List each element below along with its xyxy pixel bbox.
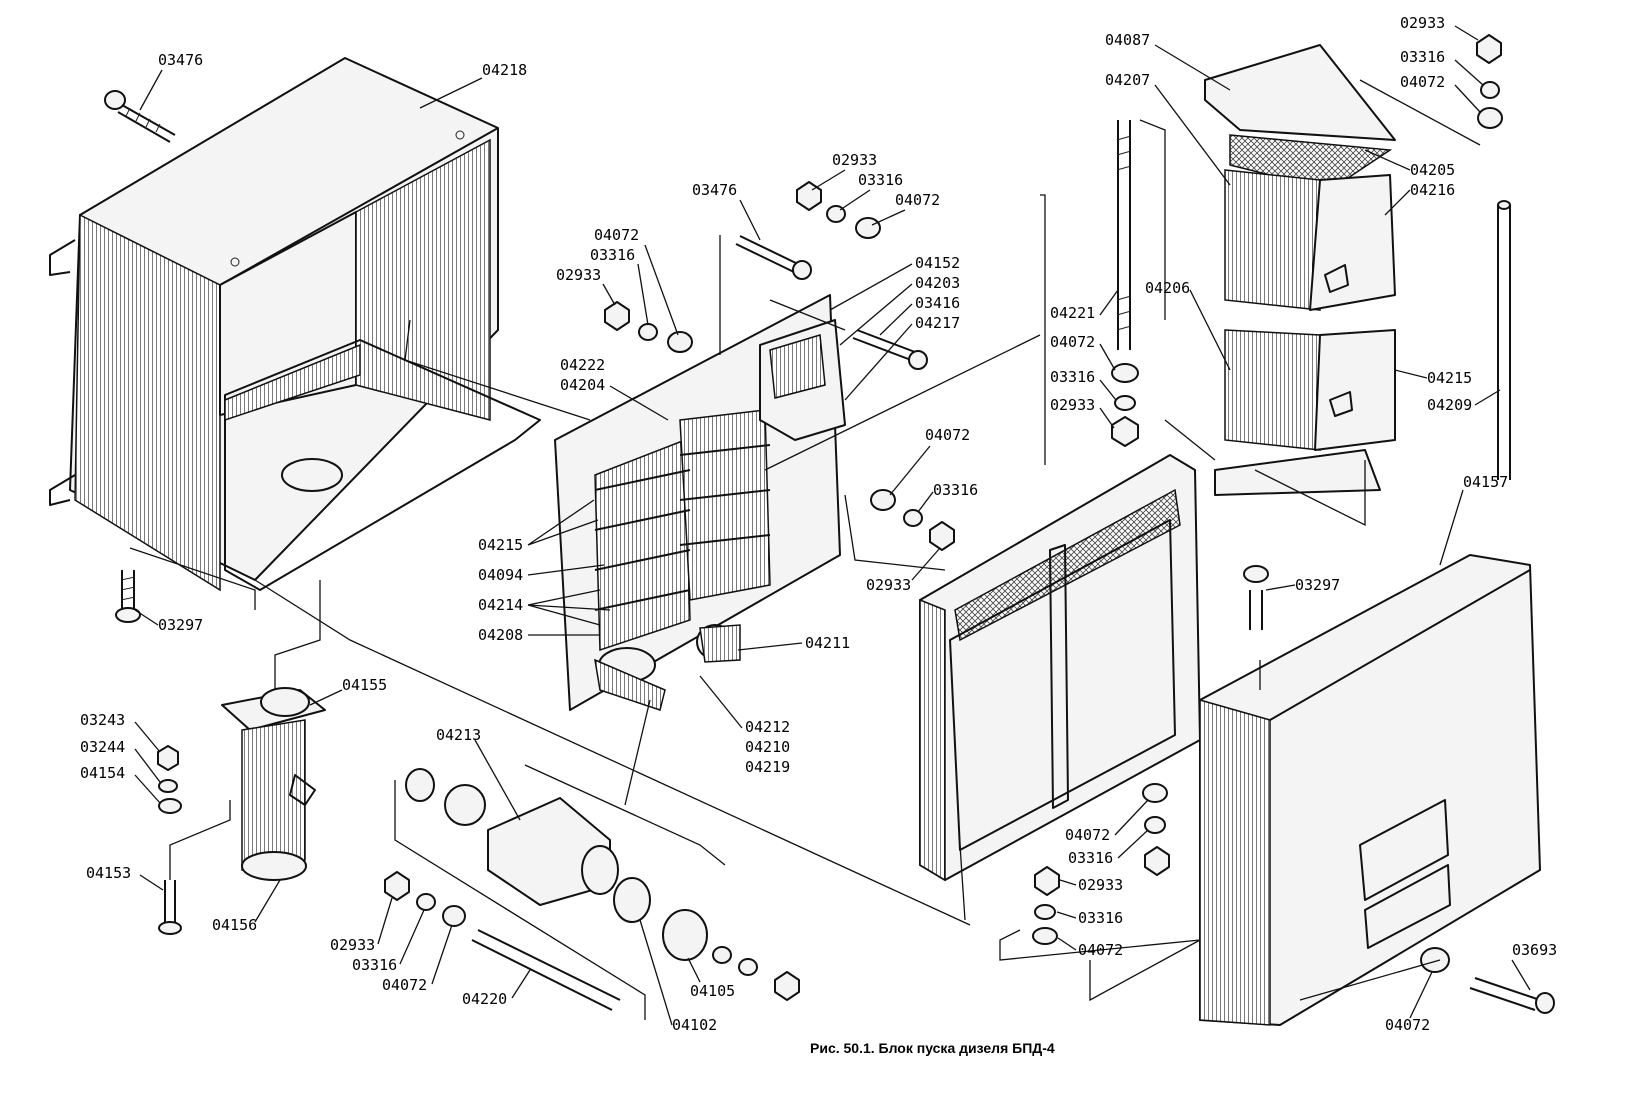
label-03316-lower2: 03316 bbox=[1078, 909, 1123, 927]
label-04208: 04208 bbox=[478, 626, 523, 644]
label-04205: 04205 bbox=[1410, 161, 1455, 179]
assembly-lines bbox=[129, 79, 1481, 1020]
threaded-rod bbox=[1111, 120, 1139, 447]
label-04072-frame: 04072 bbox=[925, 426, 970, 444]
label-04072-top: 04072 bbox=[1400, 73, 1445, 91]
label-04156: 04156 bbox=[212, 916, 257, 934]
label-04213: 04213 bbox=[436, 726, 481, 744]
connector-plug bbox=[221, 687, 326, 881]
label-04155: 04155 bbox=[342, 676, 387, 694]
mesh-frame bbox=[919, 454, 1201, 882]
label-02933-left-stack: 02933 bbox=[556, 266, 601, 284]
small-fastener-stack bbox=[157, 745, 182, 935]
label-03297-right: 03297 bbox=[1295, 576, 1340, 594]
label-04221: 04221 bbox=[1050, 304, 1095, 322]
label-04157: 04157 bbox=[1463, 473, 1508, 491]
part-labels: 03476 04218 03297 04155 03243 03244 0415… bbox=[80, 14, 1557, 1034]
label-03316-lower: 03316 bbox=[1068, 849, 1113, 867]
label-03316-left-stack: 03316 bbox=[590, 246, 635, 264]
cover bbox=[1199, 554, 1555, 1026]
label-03297-left: 03297 bbox=[158, 616, 203, 634]
label-03316-frame: 03316 bbox=[933, 481, 978, 499]
label-04072-left-stack: 04072 bbox=[594, 226, 639, 244]
label-03693: 03693 bbox=[1512, 941, 1557, 959]
label-04102: 04102 bbox=[672, 1016, 717, 1034]
label-02933-center: 02933 bbox=[832, 151, 877, 169]
screw-03476-left bbox=[104, 90, 176, 143]
label-04072-bottom: 04072 bbox=[382, 976, 427, 994]
label-03316-bottom: 03316 bbox=[352, 956, 397, 974]
label-04216: 04216 bbox=[1410, 181, 1455, 199]
housing-box bbox=[49, 57, 541, 592]
label-04209: 04209 bbox=[1427, 396, 1472, 414]
screw-03297-left bbox=[115, 570, 141, 623]
label-04212: 04212 bbox=[745, 718, 790, 736]
label-04220: 04220 bbox=[462, 990, 507, 1008]
label-03316-center: 03316 bbox=[858, 171, 903, 189]
label-04206: 04206 bbox=[1145, 279, 1190, 297]
label-04217: 04217 bbox=[915, 314, 960, 332]
label-02933-top: 02933 bbox=[1400, 14, 1445, 32]
label-04105: 04105 bbox=[690, 982, 735, 1000]
label-03243: 03243 bbox=[80, 711, 125, 729]
label-04218: 04218 bbox=[482, 61, 527, 79]
choke-assembly bbox=[1204, 44, 1396, 496]
label-02933-lower: 02933 bbox=[1078, 876, 1123, 894]
label-04087: 04087 bbox=[1105, 31, 1150, 49]
label-04072-rod: 04072 bbox=[1050, 333, 1095, 351]
label-04072-center: 04072 bbox=[895, 191, 940, 209]
label-04214: 04214 bbox=[478, 596, 523, 614]
label-03476-center: 03476 bbox=[692, 181, 737, 199]
label-03244: 03244 bbox=[80, 738, 125, 756]
label-04152: 04152 bbox=[915, 254, 960, 272]
label-04153: 04153 bbox=[86, 864, 131, 882]
figure-caption: Рис. 50.1. Блок пуска дизеля БПД-4 bbox=[810, 1040, 1055, 1056]
label-04215-center: 04215 bbox=[478, 536, 523, 554]
label-04219: 04219 bbox=[745, 758, 790, 776]
label-02933-frame: 02933 bbox=[866, 576, 911, 594]
center-top-fasteners bbox=[604, 181, 928, 370]
tube-resistor bbox=[384, 768, 800, 1011]
label-03316-top: 03316 bbox=[1400, 48, 1445, 66]
label-04094: 04094 bbox=[478, 566, 523, 584]
choke-top-fasteners bbox=[1476, 34, 1511, 480]
label-04204: 04204 bbox=[560, 376, 605, 394]
label-04072-cover: 04072 bbox=[1385, 1016, 1430, 1034]
label-03416: 03416 bbox=[915, 294, 960, 312]
label-02933-rod: 02933 bbox=[1050, 396, 1095, 414]
label-04222: 04222 bbox=[560, 356, 605, 374]
label-04210: 04210 bbox=[745, 738, 790, 756]
label-03316-rod: 03316 bbox=[1050, 368, 1095, 386]
label-04215-right: 04215 bbox=[1427, 369, 1472, 387]
label-04072-lower2: 04072 bbox=[1078, 941, 1123, 959]
label-03476-left: 03476 bbox=[158, 51, 203, 69]
label-04203: 04203 bbox=[915, 274, 960, 292]
resistor-panel bbox=[554, 294, 846, 711]
label-04072-lower: 04072 bbox=[1065, 826, 1110, 844]
label-04207: 04207 bbox=[1105, 71, 1150, 89]
frame-fasteners bbox=[870, 489, 1170, 945]
label-04154: 04154 bbox=[80, 764, 125, 782]
label-04211: 04211 bbox=[805, 634, 850, 652]
label-02933-bottom: 02933 bbox=[330, 936, 375, 954]
